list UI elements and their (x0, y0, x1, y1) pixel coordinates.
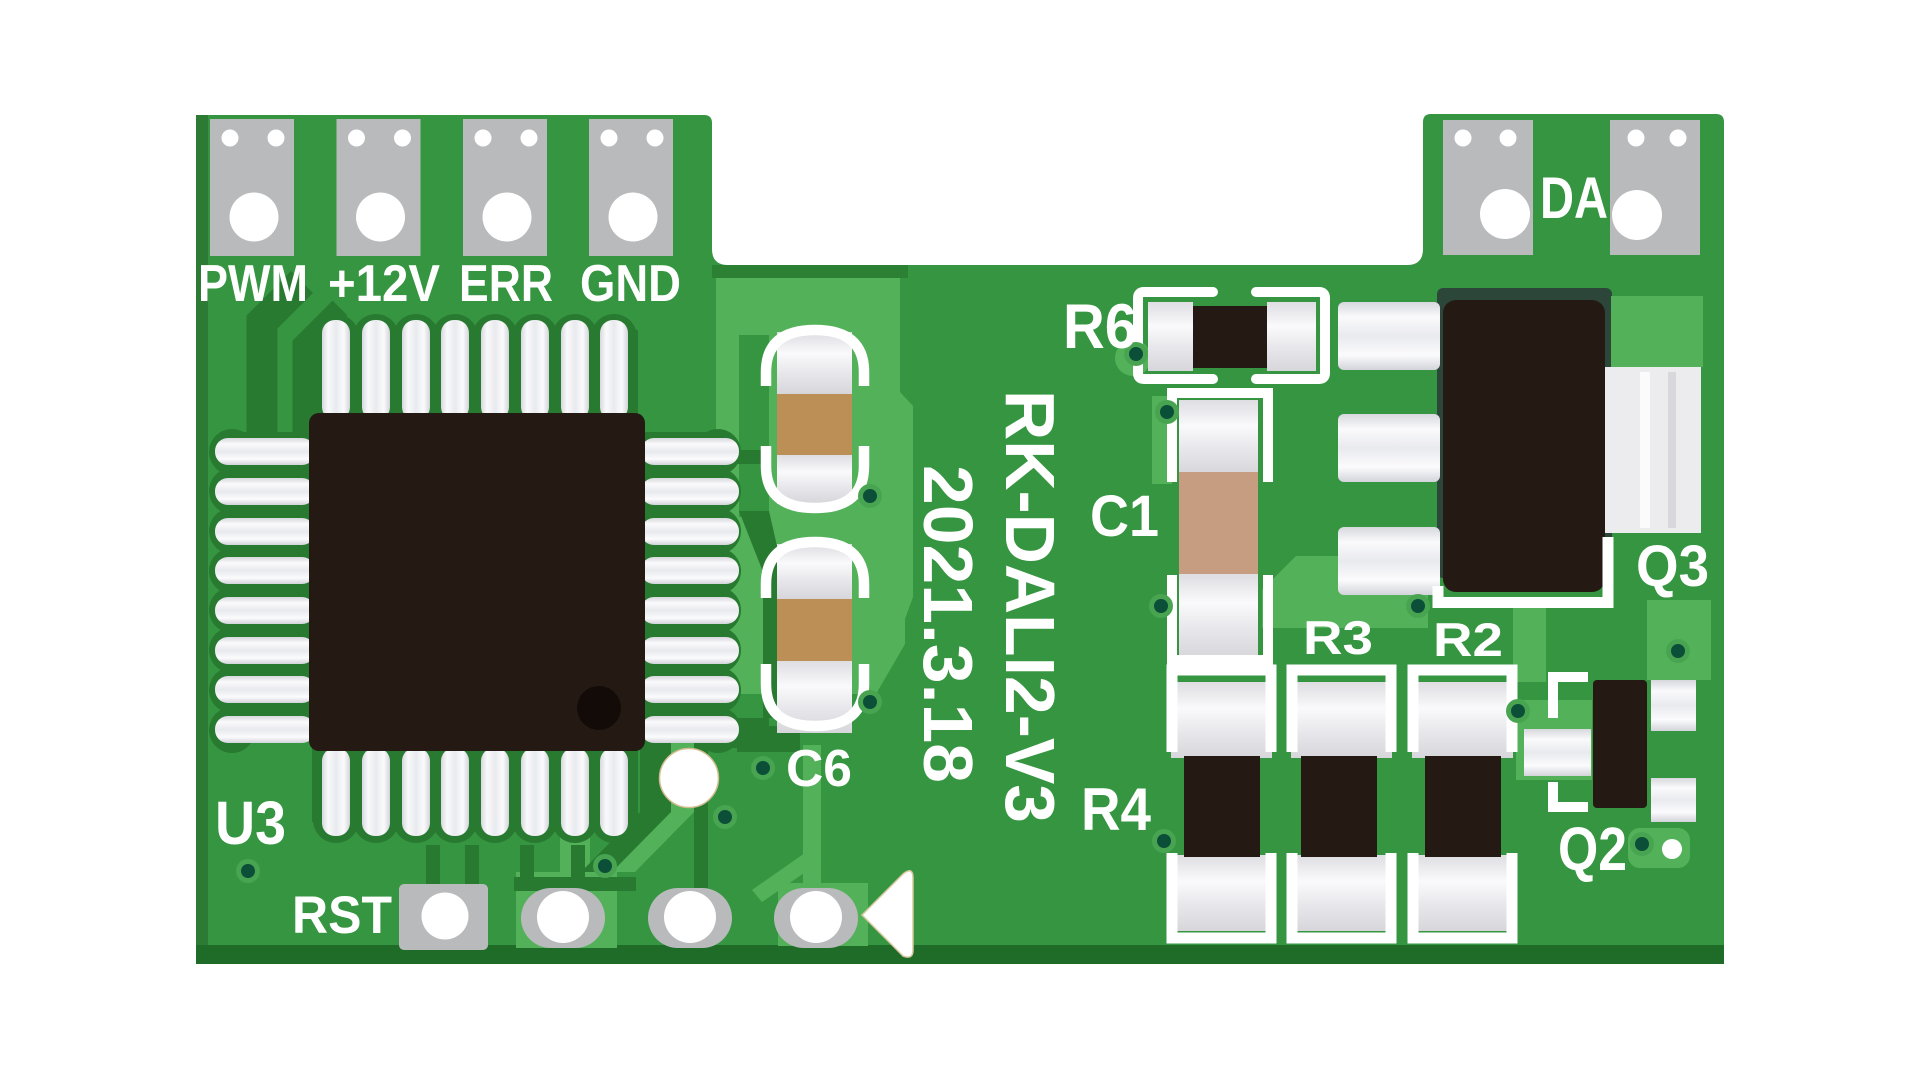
svg-text:PWM: PWM (198, 255, 308, 313)
svg-text:C6: C6 (786, 740, 852, 798)
svg-text:Q3: Q3 (1636, 534, 1709, 599)
svg-text:RST: RST (292, 886, 392, 945)
svg-text:R2: R2 (1433, 613, 1503, 666)
svg-text:C1: C1 (1090, 484, 1159, 549)
svg-text:RK-DALI2-V3: RK-DALI2-V3 (991, 390, 1069, 823)
svg-text:GND: GND (580, 255, 681, 313)
svg-text:U3: U3 (215, 789, 286, 857)
svg-text:Q2: Q2 (1558, 815, 1627, 883)
svg-text:R3: R3 (1303, 611, 1373, 664)
svg-text:2021.3.18: 2021.3.18 (909, 465, 987, 783)
svg-text:ERR: ERR (459, 255, 553, 313)
svg-text:R6: R6 (1063, 292, 1137, 362)
svg-text:R4: R4 (1081, 776, 1152, 843)
svg-text:DA: DA (1540, 166, 1608, 231)
svg-text:+12V: +12V (328, 255, 440, 313)
